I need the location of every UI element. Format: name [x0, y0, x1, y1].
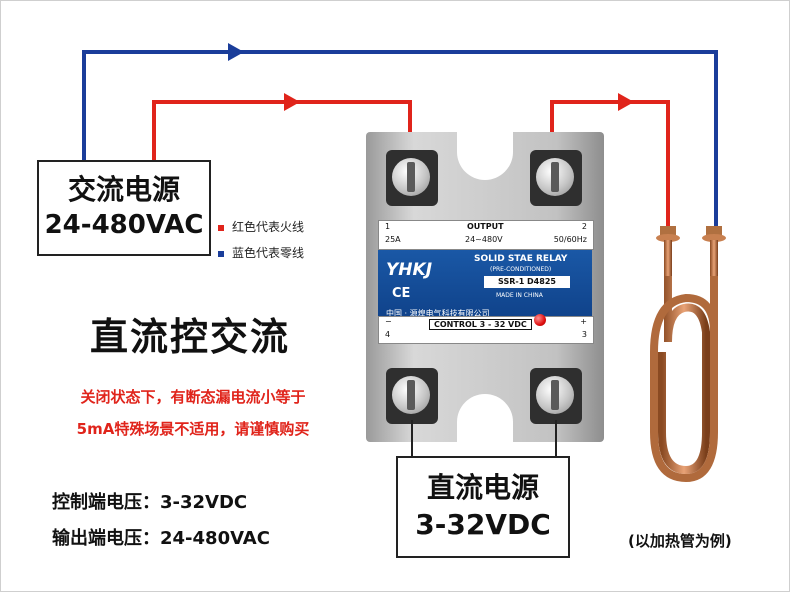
terminal-3-number: 3 [581, 330, 587, 339]
legend-neutral: 蓝色代表零线 [218, 244, 304, 261]
legend-live-text: 红色代表火线 [232, 220, 305, 234]
minus-sign: − [385, 317, 392, 326]
terminal-4-number: 4 [385, 330, 391, 339]
terminal-1-screw [386, 150, 438, 206]
relay-control-label: − + CONTROL 3 - 32 VDC 4 3 [378, 316, 594, 344]
made-in: MADE IN CHINA [496, 292, 543, 299]
headline: 直流控交流 [89, 315, 290, 359]
spec-control-voltage: 控制端电压：3-32VDC [52, 492, 248, 513]
relay-voltage-range: 24~480V [465, 235, 503, 244]
ac-source-voltage: 24-480VAC [44, 210, 204, 240]
terminal-2-screw [530, 150, 582, 206]
legend-neutral-swatch [218, 250, 224, 257]
relay-bottom-notch [457, 394, 513, 442]
ce-mark: CE [392, 286, 411, 301]
heating-element-icon [650, 226, 726, 482]
warning-line-2: 5mA特殊场景不适用，请谨慎购买 [76, 420, 310, 438]
terminal-1-number: 1 [385, 222, 391, 231]
plus-sign: + [580, 317, 587, 326]
dc-power-source-box: 直流电源 3-32VDC [396, 456, 570, 558]
warning-line-1: 关闭状态下，有断态漏电流小等于 [80, 388, 306, 406]
spec-output-voltage: 输出端电压：24-480VAC [52, 528, 270, 549]
dc-source-voltage: 3-32VDC [415, 508, 551, 541]
manufacturer: 中国 · 源煌电气科技有限公司 [386, 309, 490, 318]
brand-logo: YHKJ [386, 260, 433, 280]
example-note: (以加热管为例) [628, 532, 732, 550]
terminal-2-number: 2 [581, 222, 587, 231]
dc-source-title: 直流电源 [426, 471, 539, 504]
product-name: SOLID STAE RELAY [474, 254, 568, 264]
relay-output-label: 1 OUTPUT 2 25A 24~480V 50/60Hz [378, 220, 594, 250]
control-label: CONTROL 3 - 32 VDC [429, 319, 532, 330]
ac-power-source-box: 交流电源 24-480VAC [37, 160, 211, 256]
product-sub: (PRE-CONDITIONED) [490, 266, 552, 273]
output-label: OUTPUT [467, 222, 504, 231]
solid-state-relay: 1 OUTPUT 2 25A 24~480V 50/60Hz YHKJ CE S… [366, 132, 604, 442]
relay-frequency: 50/60Hz [553, 235, 587, 244]
live-wire-input [152, 100, 412, 160]
live-arrow-input [284, 93, 300, 111]
neutral-arrow [228, 43, 244, 61]
relay-model: SSR-1 D4825 [484, 276, 570, 288]
status-led [534, 314, 546, 326]
terminal-3-screw [530, 368, 582, 424]
ac-source-title: 交流电源 [67, 173, 180, 206]
legend-neutral-text: 蓝色代表零线 [232, 246, 305, 260]
live-wire-output [550, 100, 670, 228]
legend-live: 红色代表火线 [218, 218, 304, 235]
legend-live-swatch [218, 224, 224, 231]
relay-top-notch [457, 132, 513, 180]
relay-blue-label: YHKJ CE SOLID STAE RELAY (PRE-CONDITIONE… [378, 250, 592, 328]
neutral-wire [82, 50, 718, 228]
live-arrow-output [618, 93, 634, 111]
terminal-4-screw [386, 368, 438, 424]
relay-current: 25A [385, 235, 401, 244]
